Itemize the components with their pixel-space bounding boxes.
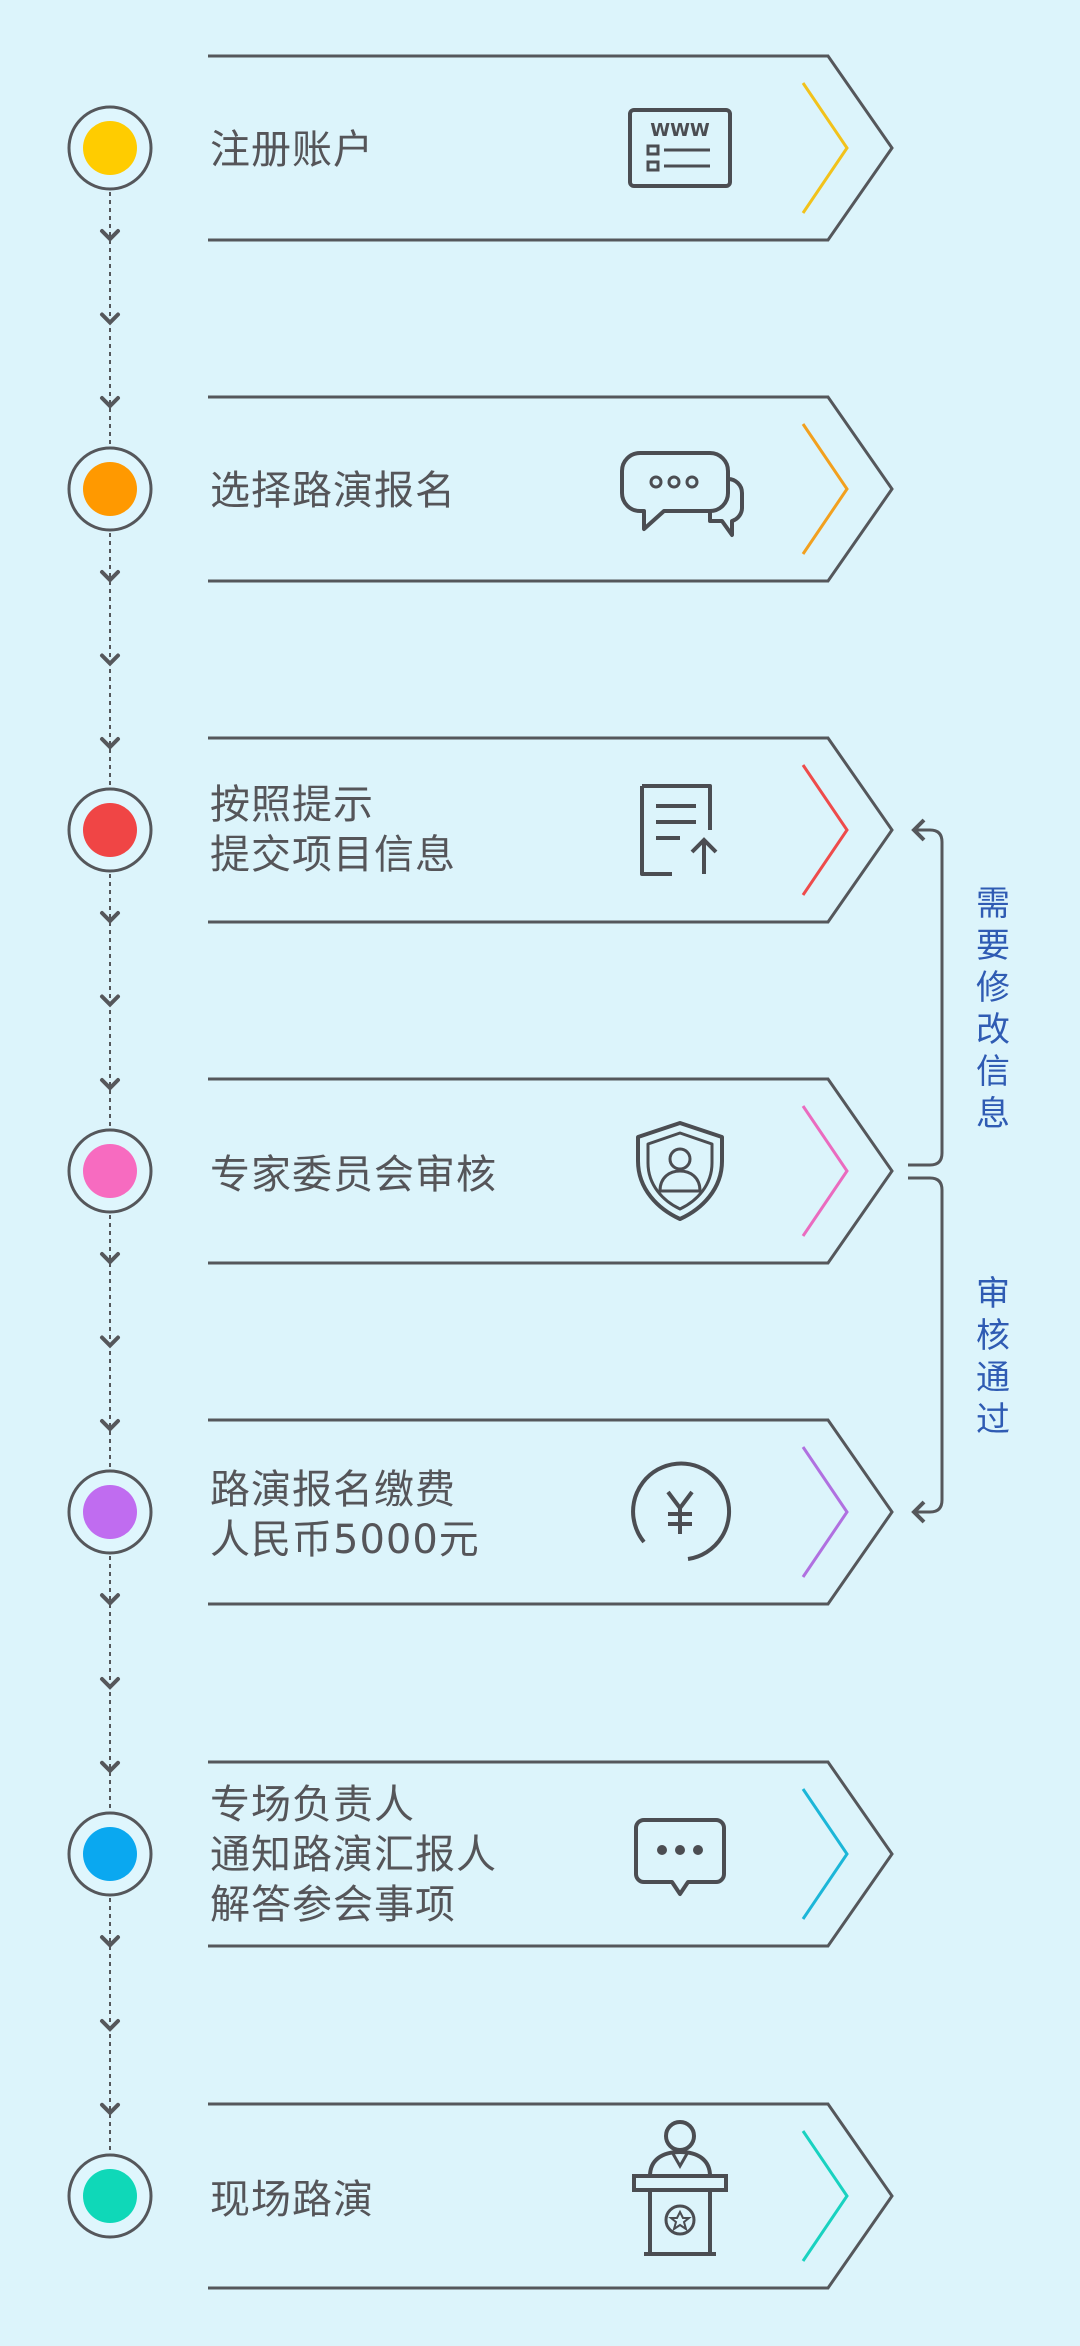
step-6-label: 专场负责人 通知路演汇报人 解答参会事项 bbox=[210, 1782, 497, 1928]
revise-branch-char: 修 bbox=[976, 968, 1010, 1008]
dot bbox=[667, 475, 681, 489]
speaker-tie bbox=[670, 2151, 690, 2170]
shield-outer bbox=[636, 1121, 724, 1221]
approved-branch-char: 审 bbox=[976, 1274, 1010, 1314]
connector-arrowhead bbox=[100, 570, 120, 583]
speaker-head bbox=[664, 2120, 696, 2152]
user-head bbox=[668, 1147, 692, 1171]
connector-arrowhead bbox=[100, 1252, 120, 1265]
step-3-marker-dot bbox=[83, 803, 137, 857]
connector-arrowhead bbox=[100, 911, 120, 924]
dot bbox=[685, 475, 699, 489]
upload-arrow bbox=[690, 837, 718, 874]
connector-arrowhead bbox=[100, 736, 120, 750]
doc-outline bbox=[640, 784, 712, 876]
dot bbox=[675, 1845, 685, 1855]
banner-3 bbox=[208, 736, 894, 924]
step-2-label: 选择路演报名 bbox=[210, 468, 456, 514]
connector-arrowhead bbox=[100, 1935, 120, 1949]
yuan-sign bbox=[666, 1490, 694, 1534]
step-6-marker-dot bbox=[83, 1827, 137, 1881]
approved-branch-label: 审核通过 bbox=[973, 1273, 1013, 1441]
banner-4 bbox=[208, 1077, 894, 1265]
connector-arrowhead bbox=[100, 1418, 120, 1432]
step-2-marker-dot bbox=[83, 462, 137, 516]
banner-6 bbox=[208, 1760, 894, 1948]
accent-chevron-1 bbox=[801, 82, 849, 214]
banner-1 bbox=[208, 54, 894, 242]
bubble-front bbox=[620, 451, 730, 531]
connector-arrowhead bbox=[100, 312, 120, 326]
revise-branch-char: 需 bbox=[976, 884, 1010, 924]
check-box bbox=[646, 160, 660, 172]
speaker-shoulders bbox=[648, 2149, 712, 2177]
approved-bracket bbox=[908, 1176, 944, 1514]
podium-emblem bbox=[664, 2204, 696, 2236]
revise-bracket bbox=[908, 828, 944, 1167]
podium-body bbox=[648, 2190, 712, 2256]
message-dots-icon bbox=[634, 1818, 726, 1896]
connector-arrowhead bbox=[100, 1077, 120, 1091]
revise-branch-label: 需要修改信息 bbox=[973, 883, 1013, 1135]
connector-arrowhead bbox=[100, 2019, 120, 2032]
bubble-back bbox=[708, 477, 744, 537]
chat-bubbles-icon bbox=[620, 451, 744, 537]
coin-circle bbox=[631, 1461, 732, 1561]
connector-arrowhead bbox=[100, 653, 120, 667]
banner-7 bbox=[208, 2102, 894, 2290]
accent-chevron-4 bbox=[801, 1105, 849, 1237]
step-7-label: 现场路演 bbox=[210, 2177, 374, 2223]
message-bubble bbox=[634, 1818, 726, 1896]
user-body bbox=[658, 1169, 702, 1193]
accent-chevron-3 bbox=[801, 764, 849, 896]
connector-arrowhead bbox=[100, 2102, 120, 2116]
step-7-marker-dot bbox=[83, 2169, 137, 2223]
accent-chevron-7 bbox=[801, 2130, 849, 2262]
revise-branch-char: 信 bbox=[976, 1052, 1010, 1092]
revise-arrowhead bbox=[911, 818, 926, 842]
connector-arrowhead bbox=[100, 1593, 120, 1607]
podium-top bbox=[632, 2174, 728, 2192]
accent-chevron-6 bbox=[801, 1788, 849, 1920]
accent-chevron-5 bbox=[801, 1446, 849, 1578]
connector-arrowhead bbox=[100, 395, 120, 409]
shield-inner bbox=[646, 1131, 714, 1211]
check-box bbox=[646, 144, 660, 156]
step-1-label: 注册账户 bbox=[210, 127, 374, 173]
www-browser-icon: WWW bbox=[628, 108, 732, 188]
step-5-marker-dot bbox=[83, 1485, 137, 1539]
step-4-label: 专家委员会审核 bbox=[210, 1152, 497, 1198]
approved-branch-char: 核 bbox=[976, 1316, 1010, 1356]
revise-branch-char: 息 bbox=[976, 1094, 1010, 1134]
connector-arrowhead bbox=[100, 1760, 120, 1774]
connector-arrowhead bbox=[100, 229, 120, 242]
step-1-marker-dot bbox=[83, 121, 137, 175]
step-3-label: 按照提示 提交项目信息 bbox=[210, 782, 456, 878]
step-5-label: 路演报名缴费 人民币5000元 bbox=[210, 1467, 480, 1563]
approved-arrowhead bbox=[911, 1500, 926, 1524]
step-4-marker-dot bbox=[83, 1144, 137, 1198]
connector-arrowhead bbox=[100, 1335, 120, 1349]
banner-2 bbox=[208, 395, 894, 583]
dot bbox=[649, 475, 663, 489]
dot bbox=[657, 1845, 667, 1855]
speaker-podium-icon bbox=[632, 2120, 728, 2256]
revise-branch-char: 改 bbox=[976, 1010, 1010, 1050]
dot bbox=[693, 1845, 703, 1855]
accent-chevron-2 bbox=[801, 423, 849, 555]
shield-user-icon bbox=[636, 1121, 724, 1221]
document-upload-icon bbox=[640, 784, 718, 876]
connector-arrowhead bbox=[100, 1677, 120, 1690]
banner-5 bbox=[208, 1418, 894, 1606]
yuan-coin-icon bbox=[631, 1461, 732, 1561]
revise-branch-char: 要 bbox=[976, 926, 1010, 966]
approved-branch-char: 过 bbox=[976, 1400, 1010, 1440]
emblem-star bbox=[668, 2209, 692, 2232]
approved-branch-char: 通 bbox=[976, 1358, 1010, 1398]
connector-arrowhead bbox=[100, 994, 120, 1008]
www-text: WWW bbox=[650, 120, 710, 141]
browser-frame bbox=[628, 108, 732, 188]
